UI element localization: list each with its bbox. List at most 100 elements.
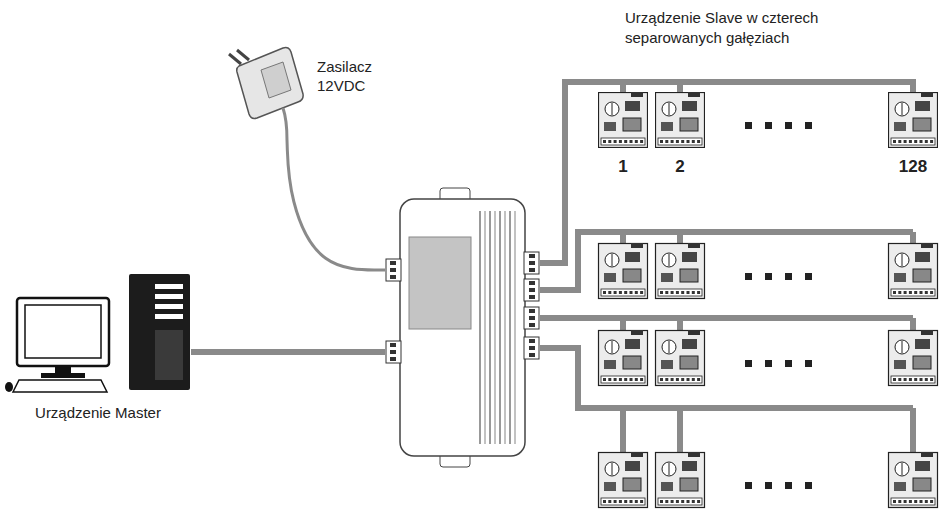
device-connector xyxy=(631,92,643,97)
device-terminal xyxy=(619,378,622,381)
ellipsis-dot xyxy=(785,482,792,489)
device-terminal xyxy=(665,291,668,294)
device-terminal xyxy=(624,500,627,503)
terminal-screw xyxy=(529,254,535,258)
terminal-block xyxy=(386,341,401,363)
device-knob-mark xyxy=(669,463,670,475)
bus-wire xyxy=(540,232,913,290)
terminal-screw xyxy=(390,357,396,361)
pc-tower xyxy=(129,274,190,390)
slave-device xyxy=(599,452,648,508)
device-connector xyxy=(688,92,700,97)
drop-wire xyxy=(910,318,916,330)
device-terminal xyxy=(681,291,684,294)
device-terminal xyxy=(930,140,933,143)
device-terminal xyxy=(893,378,896,381)
device-terminal xyxy=(614,378,617,381)
device-chip xyxy=(894,360,906,369)
device-terminal xyxy=(635,378,638,381)
slave-device xyxy=(656,243,705,299)
ellipsis-dot xyxy=(765,360,772,367)
device-terminal xyxy=(614,500,617,503)
device-terminal xyxy=(630,291,633,294)
device-terminal xyxy=(893,500,896,503)
device-terminal xyxy=(909,378,912,381)
device-terminal xyxy=(608,378,611,381)
callout-number: 1 xyxy=(618,156,627,177)
monitor-screen xyxy=(25,305,101,358)
device-terminal xyxy=(603,291,606,294)
terminal-block xyxy=(524,279,539,301)
device-terminal xyxy=(898,291,901,294)
terminal-screw xyxy=(529,309,535,313)
device-terminal xyxy=(630,140,633,143)
device-chip xyxy=(680,478,698,491)
device-knob xyxy=(605,253,619,267)
device-board xyxy=(599,331,648,386)
device-chip xyxy=(623,356,641,369)
device-terminal xyxy=(665,378,668,381)
device-terminal xyxy=(925,500,928,503)
device-terminal xyxy=(687,500,690,503)
device-terminal xyxy=(898,378,901,381)
device-terminal-strip xyxy=(601,498,645,505)
device-terminal xyxy=(660,140,663,143)
device-terminal xyxy=(640,500,643,503)
device-terminal xyxy=(660,378,663,381)
device-terminal xyxy=(619,500,622,503)
device-chip xyxy=(604,273,616,282)
device-terminal xyxy=(665,140,668,143)
monitor-base xyxy=(41,373,85,378)
drop-wire xyxy=(910,232,916,243)
device-terminal xyxy=(898,500,901,503)
slave-device-icon xyxy=(888,92,938,148)
device-chip xyxy=(682,339,697,349)
device-chip xyxy=(915,252,930,262)
device-terminal xyxy=(619,140,622,143)
device-terminal xyxy=(624,140,627,143)
device-chip xyxy=(894,482,906,491)
device-terminal xyxy=(909,140,912,143)
device-terminal xyxy=(920,291,923,294)
cable xyxy=(287,140,385,270)
ellipsis-dot xyxy=(745,482,752,489)
device-terminal-strip xyxy=(658,138,702,145)
device-chip xyxy=(913,356,931,369)
drive-bay xyxy=(155,294,183,299)
device-terminal xyxy=(920,378,923,381)
ellipsis-dot xyxy=(805,122,812,129)
device-knob-mark xyxy=(902,103,903,115)
device-chip xyxy=(680,269,698,282)
device-connector xyxy=(631,243,643,248)
device-chip xyxy=(623,118,641,131)
slave-device xyxy=(656,330,705,386)
device-board xyxy=(656,244,705,299)
device-knob xyxy=(605,340,619,354)
terminal-screw xyxy=(529,323,535,327)
device-terminal xyxy=(893,140,896,143)
terminal-screw xyxy=(529,339,535,343)
slave-device xyxy=(889,330,938,386)
slave-device: 2 xyxy=(655,92,705,177)
device-chip xyxy=(915,461,930,471)
device-board xyxy=(656,331,705,386)
heatsink-fin xyxy=(494,211,495,444)
slave-device xyxy=(656,92,705,148)
device-knob-mark xyxy=(612,254,613,266)
device-terminal-strip xyxy=(658,498,702,505)
device-terminal xyxy=(687,140,690,143)
callout-number: 2 xyxy=(675,156,684,177)
slave-device xyxy=(599,243,648,299)
monitor xyxy=(17,298,109,366)
device-connector xyxy=(921,243,933,248)
adapter-face xyxy=(261,62,291,98)
device-chip xyxy=(913,269,931,282)
device-chip xyxy=(682,461,697,471)
device-chip xyxy=(661,122,673,131)
converter-housing xyxy=(400,199,525,456)
device-terminal xyxy=(914,378,917,381)
device-terminal xyxy=(665,500,668,503)
device-connector xyxy=(921,330,933,335)
device-knob xyxy=(662,253,676,267)
heatsink-fin xyxy=(509,211,510,444)
